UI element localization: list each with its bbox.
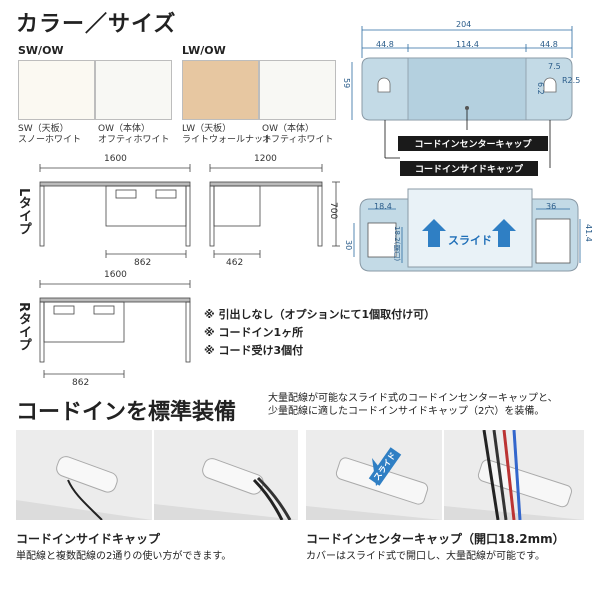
swatch-caption: OW（本体）オフティホワイト [98,124,170,145]
dim-height: 59 [342,78,351,89]
dim-left-h: 30 [344,240,353,251]
r-type-drawer-width: 862 [72,378,90,388]
side-cap-photo-desc: 単配線と複数配線の2通りの使い方ができます。 [16,551,232,562]
center-cap-photo-desc: カバーはスライド式で開口し、大量配線が可能です。 [306,551,545,562]
dim-d1: 7.5 [548,62,561,71]
dim-right-w: 36 [546,202,557,211]
center-cap-label: コードインセンターキャップ [398,136,548,151]
dim-total-width: 204 [456,20,472,29]
side-width: 1200 [254,154,277,164]
color-code-lw-ow: LW/OW [182,44,226,57]
side-cap-photo-title: コードインサイドキャップ [16,532,161,546]
photo-side-cap-single [16,430,152,520]
swatch-ow-1 [95,60,172,120]
l-type-label: Lタイプ [16,188,31,236]
dim-center-width: 114.4 [456,40,479,49]
photo-side-cap-multi [154,430,298,520]
swatch-sw [18,60,95,120]
cap-dimension-diagram [351,26,573,168]
dim-left-w: 18.4 [374,202,392,211]
desk-drawings [39,164,340,378]
page-title: カラー／サイズ [16,12,177,37]
swatch-caption: OW（本体）オフティホワイト [262,124,334,145]
dim-right-h: 41.4 [584,224,593,242]
side-depth: 462 [226,258,244,268]
slide-label: スライド [448,234,492,247]
dim-d2: R2.5 [562,76,581,85]
note-1: ※ 引出しなし（オプションにて1個取付け可） [204,308,436,321]
swatch-caption: SW（天板）スノーホワイト [18,124,82,145]
note-2: ※ コードイン1ヶ所 [204,326,304,339]
swatch-caption: LW（天板）ライトウォールナット [182,124,273,145]
dim-left-width: 44.8 [376,40,394,49]
swatch-ow-2 [259,60,336,120]
section-title: コードインを標準装備 [16,400,237,425]
side-cap-label: コードインサイドキャップ [400,161,538,176]
swatch-lw [182,60,259,120]
center-cap-photo-title: コードインセンターキャップ（開口18.2mm） [306,532,565,546]
l-type-drawer-width: 862 [134,258,152,268]
dim-open-h: 18.2(開口) [393,226,401,262]
photo-center-cap-open [444,430,584,520]
dim-d3: 6.2 [536,82,545,95]
r-type-label: Rタイプ [16,302,31,352]
r-type-width: 1600 [104,270,127,280]
color-code-sw-ow: SW/OW [18,44,64,57]
side-height: 700 [328,202,338,220]
note-3: ※ コード受け3個付 [204,344,304,357]
slide-dimension-diagram [353,188,581,272]
l-type-width: 1600 [104,154,127,164]
section-description: 大量配線が可能なスライド式のコードインセンターキャップと、 少量配線に適したコー… [268,393,558,417]
dim-right-width: 44.8 [540,40,558,49]
